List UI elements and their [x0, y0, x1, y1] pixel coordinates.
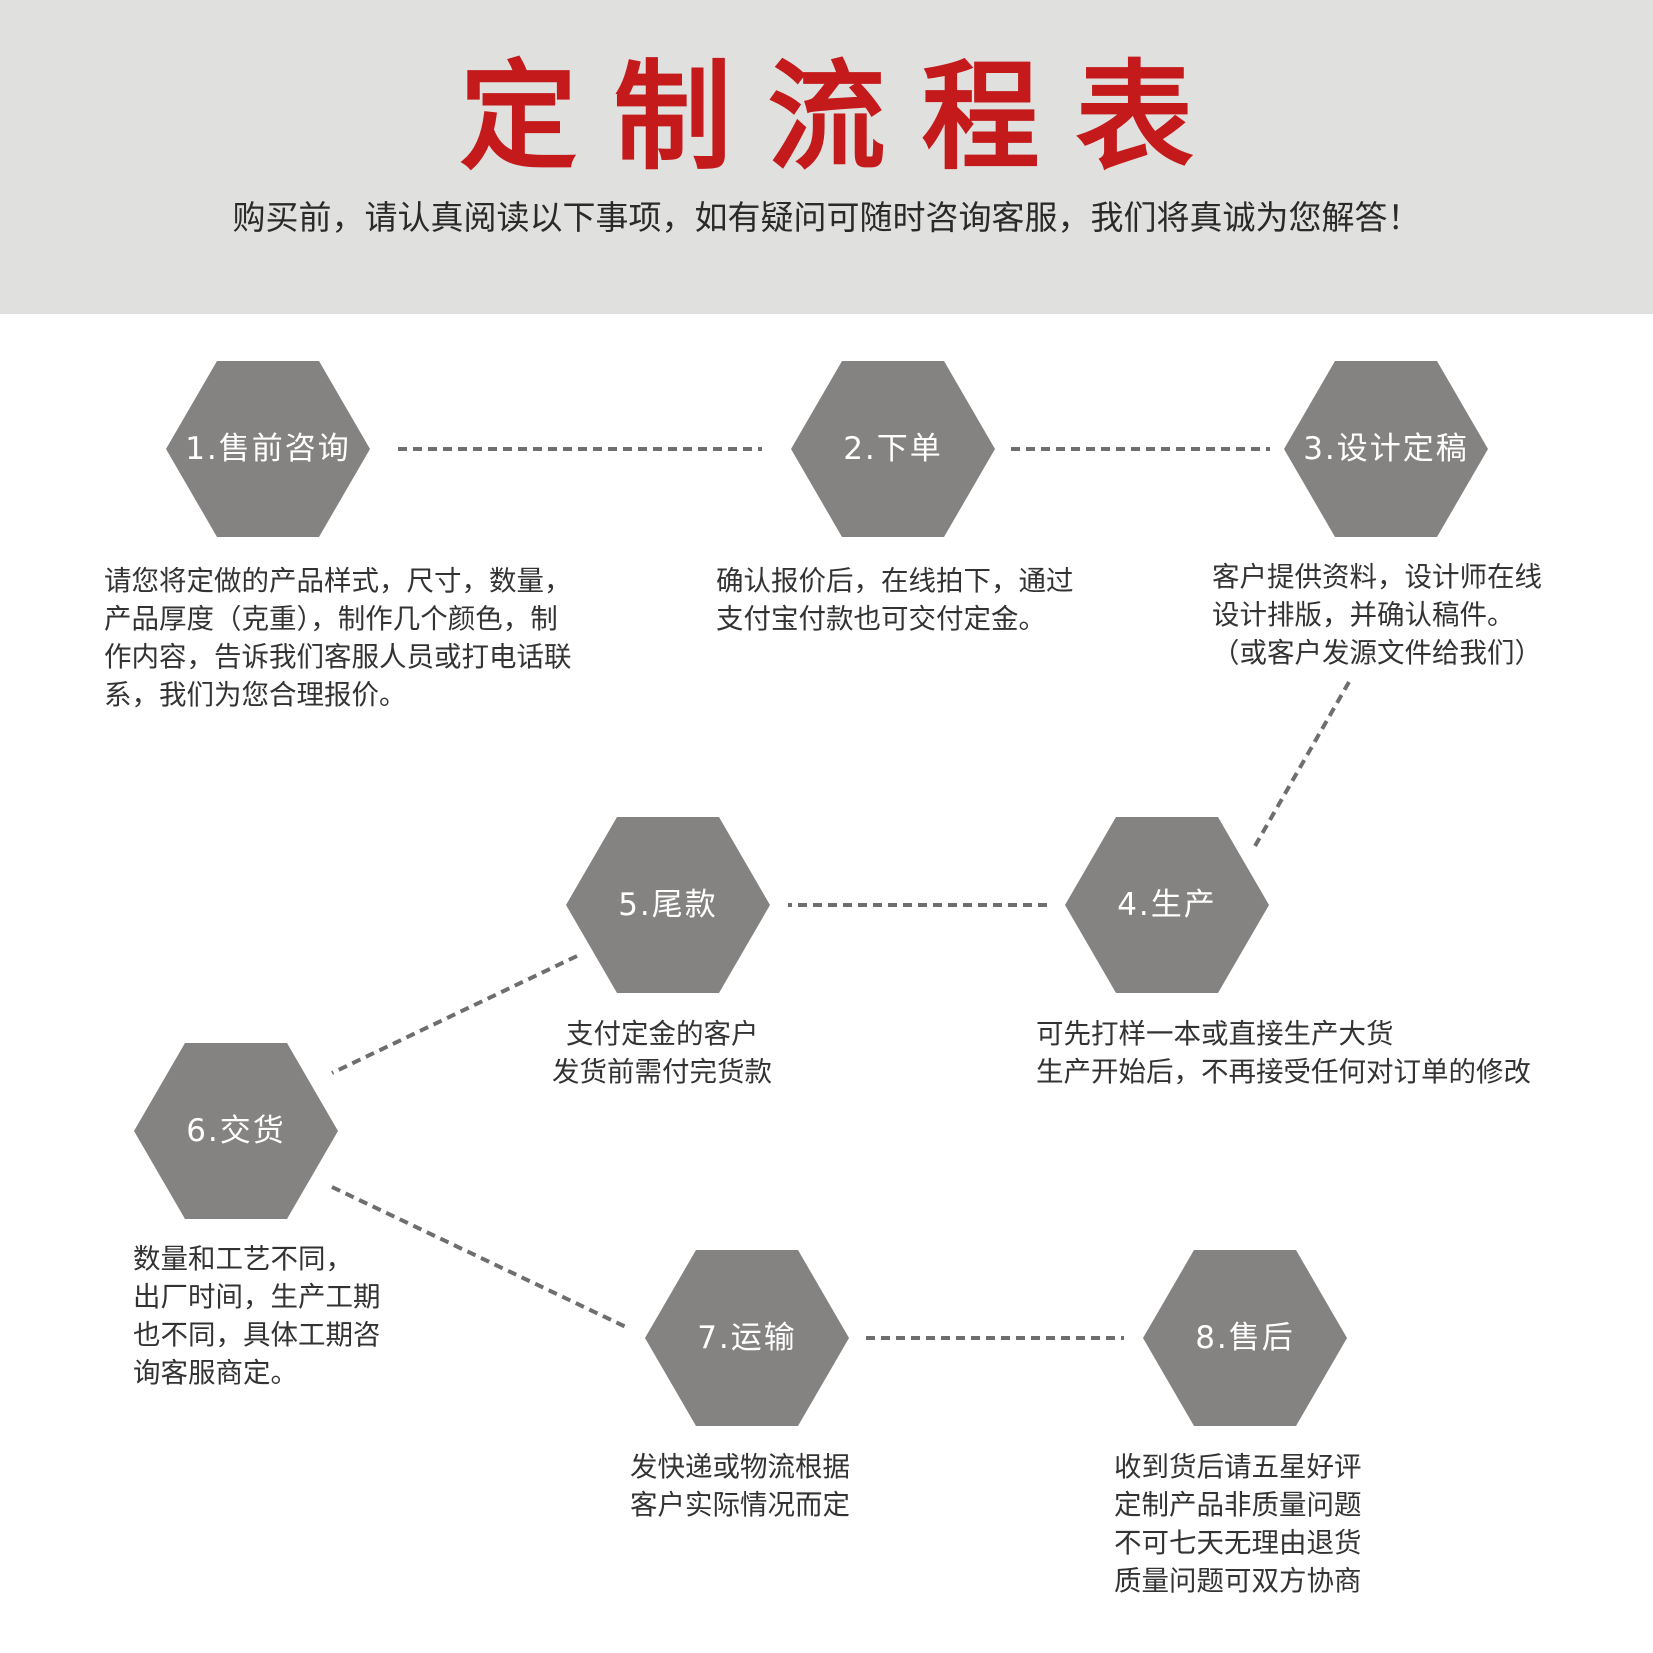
step-8-desc-line: 定制产品非质量问题: [1114, 1489, 1362, 1521]
step-5-description: 支付定金的客户 发货前需付完货款: [552, 1015, 772, 1091]
connectors: [331, 447, 1351, 1340]
connector-6-7: [331, 1185, 627, 1329]
step-8-desc-line: 不可七天无理由退货: [1114, 1527, 1362, 1559]
step-3-description: 客户提供资料，设计师在线 设计排版，并确认稿件。 （或客户发源文件给我们）: [1212, 558, 1542, 672]
step-6-label: 6.交货: [186, 1113, 286, 1149]
step-5-desc-line: 支付定金的客户: [566, 1018, 759, 1050]
step-7-hexagon: 7.运输: [645, 1250, 849, 1426]
step-6-desc-line: 询客服商定。: [133, 1357, 298, 1389]
step-6-desc-line: 出厂时间，生产工期: [133, 1281, 381, 1313]
connector-5-6: [331, 954, 578, 1075]
step-6-desc-line: 数量和工艺不同，: [133, 1243, 353, 1275]
step-4-desc-line: 生产开始后，不再接受任何对订单的修改: [1036, 1056, 1531, 1088]
step-7-description: 发快递或物流根据 客户实际情况而定: [630, 1448, 850, 1524]
step-3-hexagon: 3.设计定稿: [1284, 361, 1488, 537]
header-banner: 定制流程表 购买前，请认真阅读以下事项，如有疑问可随时咨询客服，我们将真诚为您解…: [0, 0, 1653, 314]
step-4-description: 可先打样一本或直接生产大货 生产开始后，不再接受任何对订单的修改: [1036, 1015, 1531, 1091]
step-4-hexagon: 4.生产: [1065, 817, 1269, 993]
step-2-description: 确认报价后，在线拍下，通过 支付宝付款也可交付定金。: [716, 562, 1074, 638]
step-3-desc-line: （或客户发源文件给我们）: [1212, 637, 1542, 669]
step-7-label: 7.运输: [697, 1320, 797, 1356]
step-3-desc-line: 客户提供资料，设计师在线: [1212, 561, 1542, 593]
step-2-desc-line: 支付宝付款也可交付定金。: [716, 603, 1046, 635]
step-3-desc-line: 设计排版，并确认稿件。: [1212, 599, 1515, 631]
page-subtitle: 购买前，请认真阅读以下事项，如有疑问可随时咨询客服，我们将真诚为您解答！: [232, 198, 1421, 237]
step-2-label: 2.下单: [843, 431, 943, 467]
step-8-desc-line: 收到货后请五星好评: [1114, 1451, 1362, 1483]
step-1-desc-line: 作内容，告诉我们客服人员或打电话联: [104, 641, 572, 673]
step-1-desc-line: 系，我们为您合理报价。: [104, 679, 407, 711]
step-5-hexagon: 5.尾款: [566, 817, 770, 993]
step-4-label: 4.生产: [1117, 887, 1217, 923]
step-6-hexagon: 6.交货: [134, 1043, 338, 1219]
step-8-hexagon: 8.售后: [1143, 1250, 1347, 1426]
step-1-description: 请您将定做的产品样式，尺寸，数量， 产品厚度（克重），制作几个颜色，制 作内容，…: [104, 562, 572, 714]
step-5-label: 5.尾款: [618, 887, 718, 923]
step-1-hexagon: 1.售前咨询: [166, 361, 370, 537]
step-8-desc-line: 质量问题可双方协商: [1114, 1565, 1362, 1597]
step-5-desc-line: 发货前需付完货款: [552, 1056, 772, 1088]
step-7-desc-line: 客户实际情况而定: [630, 1489, 850, 1521]
step-3-label: 3.设计定稿: [1303, 431, 1469, 467]
connector-3-4: [1253, 681, 1351, 847]
step-1-desc-line: 产品厚度（克重），制作几个颜色，制: [104, 603, 558, 635]
step-2-desc-line: 确认报价后，在线拍下，通过: [716, 565, 1074, 597]
step-7-desc-line: 发快递或物流根据: [630, 1451, 850, 1483]
step-2-hexagon: 2.下单: [791, 361, 995, 537]
step-1-desc-line: 请您将定做的产品样式，尺寸，数量，: [104, 565, 572, 597]
step-1-label: 1.售前咨询: [185, 431, 351, 467]
step-8-description: 收到货后请五星好评 定制产品非质量问题 不可七天无理由退货 质量问题可双方协商: [1114, 1448, 1362, 1600]
step-6-description: 数量和工艺不同， 出厂时间，生产工期 也不同，具体工期咨 询客服商定。: [133, 1240, 381, 1392]
step-4-desc-line: 可先打样一本或直接生产大货: [1036, 1018, 1394, 1050]
step-6-desc-line: 也不同，具体工期咨: [133, 1319, 381, 1351]
page-title: 定制流程表: [459, 48, 1230, 186]
step-8-label: 8.售后: [1195, 1320, 1295, 1356]
